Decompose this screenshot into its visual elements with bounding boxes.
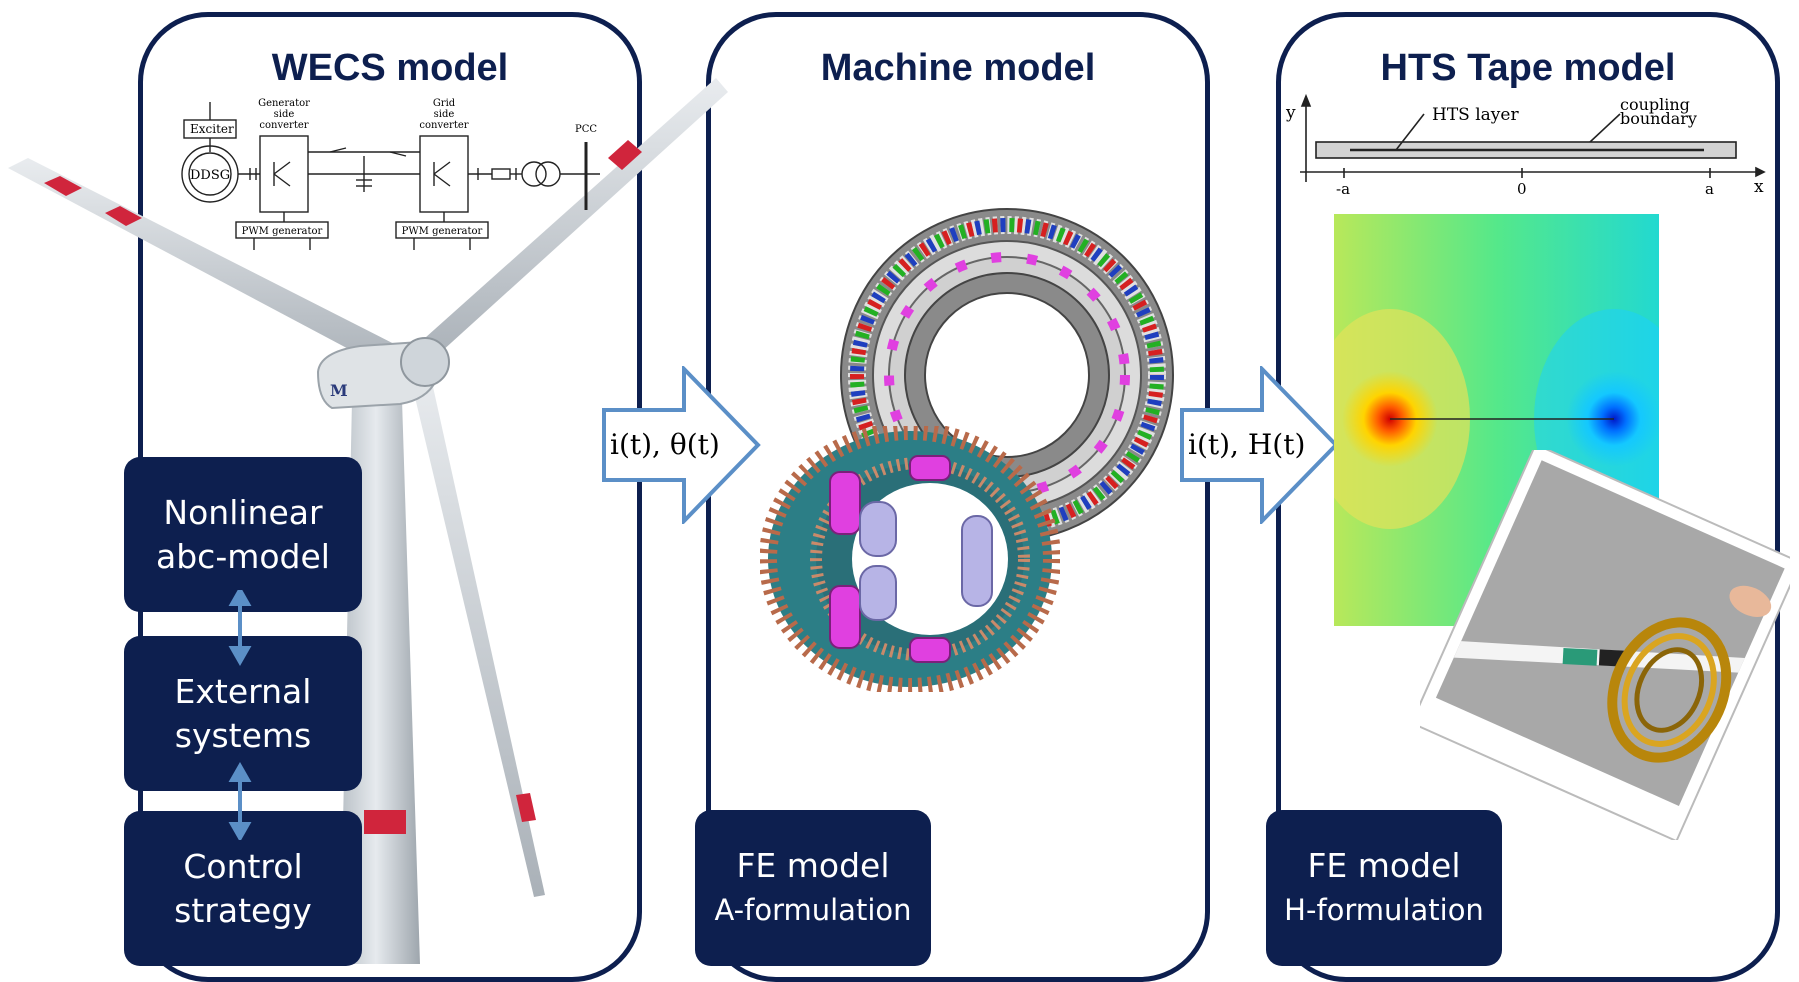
gen-conv-label-1: Generator [258,98,310,109]
ddsg-label: DDSG [190,168,230,183]
coupling-label-1: coupling [1620,95,1690,114]
fe-h-line1: FE model [1307,846,1461,885]
pwm-generator-1-label: PWM generator [242,226,323,237]
wecs-double-arrows [228,590,252,840]
control-box-line2: strategy [174,890,312,930]
tick-zero: 0 [1517,180,1527,198]
external-box-line2: systems [174,715,312,755]
wecs-title: WECS model [271,47,509,89]
y-axis-label: y [1285,103,1296,123]
gen-conv-label-3: converter [259,120,308,131]
machine-3d-model [760,426,1060,692]
hts-title: HTS Tape model [1380,47,1676,89]
hts-layer-label: HTS layer [1432,105,1519,125]
hts-tape-photo [1420,450,1790,840]
control-box-line1: Control [183,846,303,886]
external-systems-box: External systems [124,636,362,791]
pwm-generator-2-label: PWM generator [402,226,483,237]
coupling-arrow-1: i(t), θ(t) [602,366,761,524]
machine-title: Machine model [820,47,1096,89]
fe-a-line2: A-formulation [714,893,912,927]
svg-text:M: M [330,381,348,400]
coupling-arrow-2: i(t), H(t) [1180,366,1339,524]
arrow-1-label: i(t), θ(t) [610,428,720,461]
arrow-2-label: i(t), H(t) [1188,428,1305,461]
coupling-label-2: boundary [1620,109,1697,128]
tick-a: a [1705,180,1714,198]
external-box-line1: External [174,671,312,711]
tick-minus-a: -a [1336,180,1350,198]
wecs-circuit-diagram: Exciter DDSG Generator side converter Gr… [181,98,600,250]
hts-tape-diagram: y x HTS layer coupling boundary -a 0 a [1285,93,1766,198]
pcc-label: PCC [575,124,597,135]
grid-conv-label-2: side [434,109,455,120]
x-axis-label: x [1754,177,1764,197]
fe-model-h-formulation-box: FE model H-formulation [1266,810,1502,966]
nonlinear-box-line2: abc-model [156,536,330,576]
grid-conv-label-3: converter [419,120,468,131]
fe-a-line1: FE model [736,846,890,885]
grid-conv-label-1: Grid [433,98,456,109]
nonlinear-box-line1: Nonlinear [163,492,323,532]
gen-conv-label-2: side [274,109,295,120]
control-strategy-box: Control strategy [124,811,362,966]
fe-h-line2: H-formulation [1284,893,1484,927]
nonlinear-abc-model-box: Nonlinear abc-model [124,457,362,612]
exciter-label: Exciter [190,122,234,136]
fe-model-a-formulation-box: FE model A-formulation [695,810,931,966]
